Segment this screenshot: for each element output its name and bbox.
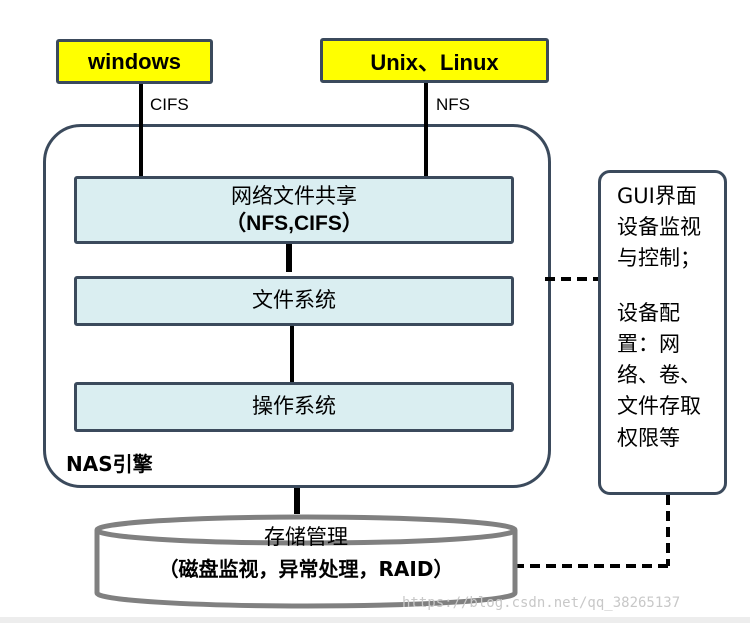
unix-linux-client-box: Unix、Linux (320, 38, 549, 83)
bottom-edge-strip (0, 617, 750, 623)
operating-system-title: 操作系统 (252, 394, 336, 419)
unix-connector-line (424, 83, 428, 178)
storage-cylinder-top (94, 514, 518, 546)
nfs-protocol-label: NFS (436, 95, 470, 114)
operating-system-layer: 操作系统 (74, 382, 514, 432)
storage-subtitle: （磁盘监视，异常处理，RAID） (158, 557, 454, 581)
management-line-1: GUI界面 (617, 184, 697, 208)
storage-cylinder (94, 514, 518, 609)
file-system-layer: 文件系统 (74, 276, 514, 326)
management-line-3: 与控制； (617, 246, 701, 271)
management-panel: GUI界面 设备监视 与控制； 设备配 置：网 络、卷、 文件存取 权限等 (598, 170, 727, 495)
nas-engine-label: NAS引擎 (66, 452, 153, 476)
filesystem-to-os-connector (290, 326, 294, 382)
windows-client-box: windows (56, 39, 213, 84)
network-file-sharing-protocols: （NFS,CIFS） (225, 212, 363, 235)
management-line-5: 设备配 (617, 301, 680, 326)
management-line-7: 络、卷、 (617, 363, 701, 388)
unix-linux-client-label: Unix、Linux (370, 49, 499, 75)
management-line-2: 设备监视 (617, 215, 701, 240)
windows-client-label: windows (88, 48, 181, 74)
network-file-sharing-title: 网络文件共享 (231, 183, 357, 208)
management-line-8: 文件存取 (617, 394, 701, 419)
sharing-to-filesystem-connector (286, 244, 292, 272)
file-system-title: 文件系统 (252, 288, 336, 313)
management-line-6: 置：网 (617, 332, 680, 357)
management-line-9: 权限等 (617, 425, 680, 450)
network-file-sharing-layer: 网络文件共享 （NFS,CIFS） (74, 176, 514, 244)
storage-title: 存储管理 (264, 525, 348, 549)
watermark-url: https://blog.csdn.net/qq_38265137 (402, 595, 681, 611)
cifs-protocol-label: CIFS (150, 95, 189, 114)
windows-connector-line (139, 84, 143, 178)
storage-cylinder-body (94, 530, 518, 609)
